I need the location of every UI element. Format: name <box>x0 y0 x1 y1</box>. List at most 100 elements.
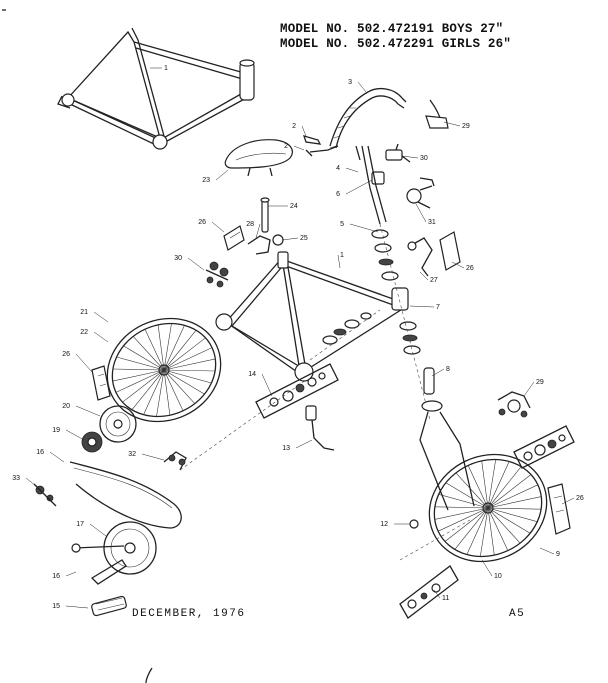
callout-leader <box>443 121 461 127</box>
rear-hub-parts <box>255 363 339 419</box>
model-number-girls: MODEL NO. 502.472291 GIRLS 26" <box>280 37 512 51</box>
callout-number: 2 <box>292 123 296 130</box>
spoke <box>481 460 489 509</box>
spoke <box>444 507 489 542</box>
spoke <box>438 494 489 509</box>
callout-leader <box>211 221 225 233</box>
spoke <box>115 369 165 393</box>
callout-leader <box>345 167 359 173</box>
callout-leader <box>89 523 107 537</box>
callout-number: 30 <box>420 155 428 162</box>
boys-frame <box>57 27 255 150</box>
callout-number: 2 <box>284 143 288 150</box>
callout-number: 9 <box>556 551 560 558</box>
spoke <box>455 472 489 509</box>
callout-leader <box>431 368 445 377</box>
spoke <box>487 507 509 551</box>
callout-number: 19 <box>52 427 60 434</box>
callout-number: 1 <box>340 252 344 259</box>
callout-number: 12 <box>380 521 388 528</box>
callout-leader <box>295 439 313 449</box>
headset-stack <box>371 223 431 421</box>
spoke <box>434 507 489 520</box>
seat-clamp <box>247 234 284 255</box>
callout-leader <box>451 261 465 269</box>
callout-number: 7 <box>436 304 440 311</box>
callout-leader <box>281 237 299 241</box>
callout-number: 28 <box>246 221 254 228</box>
reflector-upper-left <box>223 225 245 251</box>
spoke <box>163 369 184 411</box>
spoke <box>487 507 521 544</box>
page-code: A5 <box>509 608 526 620</box>
front-brake-caliper <box>497 391 531 418</box>
callout-number: 26 <box>466 265 474 272</box>
callout-number: 1 <box>164 65 168 72</box>
callout-number: 4 <box>336 165 340 172</box>
spoke <box>163 337 206 371</box>
callout-leader <box>415 203 427 223</box>
saddle <box>224 139 293 177</box>
callout-number: 33 <box>12 475 20 482</box>
spoke <box>163 347 213 371</box>
callout-leader <box>345 179 373 195</box>
callout-leader <box>481 559 493 577</box>
callout-number: 10 <box>494 573 502 580</box>
chainring <box>103 521 157 575</box>
assembly-line-axle <box>399 519 471 561</box>
stray-pen-mark <box>145 667 153 683</box>
freewheel-sprocket <box>81 431 103 453</box>
callout-number: 26 <box>62 351 70 358</box>
model-number-boys: MODEL NO. 502.472191 BOYS 27" <box>280 22 504 36</box>
hub-shell <box>99 405 137 443</box>
bottom-bracket-set <box>309 309 381 361</box>
crank-arm <box>71 543 127 585</box>
spoke <box>163 369 212 384</box>
spoke <box>487 507 495 556</box>
derailleur <box>163 451 187 471</box>
stem-assembly <box>355 145 387 225</box>
callout-leader <box>49 451 65 463</box>
callout-number: 26 <box>576 495 584 502</box>
brake-lever-right <box>425 99 449 129</box>
pedal <box>91 595 127 617</box>
spoke <box>487 459 496 509</box>
spoke <box>487 466 522 509</box>
callout-leader <box>401 155 419 159</box>
callout-leader <box>419 271 429 281</box>
callout-number: 13 <box>282 445 290 452</box>
callout-leader <box>75 405 101 417</box>
rear-derailleur <box>33 483 57 507</box>
callout-leader <box>561 497 575 505</box>
callout-number: 8 <box>446 366 450 373</box>
callout-leader <box>93 331 109 343</box>
callout-number: 16 <box>52 573 60 580</box>
spoke <box>163 369 196 404</box>
spoke <box>487 507 542 510</box>
spoke <box>163 330 197 371</box>
spoke <box>122 369 165 403</box>
callout-number: 6 <box>336 191 340 198</box>
callout-number: 31 <box>428 219 436 226</box>
shifter-clamp <box>406 177 435 209</box>
callout-number: 16 <box>36 449 44 456</box>
spoke <box>163 358 216 371</box>
callout-leader <box>261 373 273 397</box>
front-fork <box>419 367 475 511</box>
spoke <box>480 507 489 557</box>
spoke <box>454 507 489 550</box>
brake-lever-set <box>302 135 339 157</box>
spoke <box>163 325 185 371</box>
spoke <box>466 507 489 555</box>
callout-number: 24 <box>290 203 298 210</box>
callout-number: 22 <box>80 329 88 336</box>
spoke <box>112 368 165 371</box>
kickstand <box>305 405 335 451</box>
callout-leader <box>301 125 307 137</box>
callout-number: 29 <box>536 379 544 386</box>
callout-leader <box>65 605 89 609</box>
front-wheel <box>428 453 548 563</box>
